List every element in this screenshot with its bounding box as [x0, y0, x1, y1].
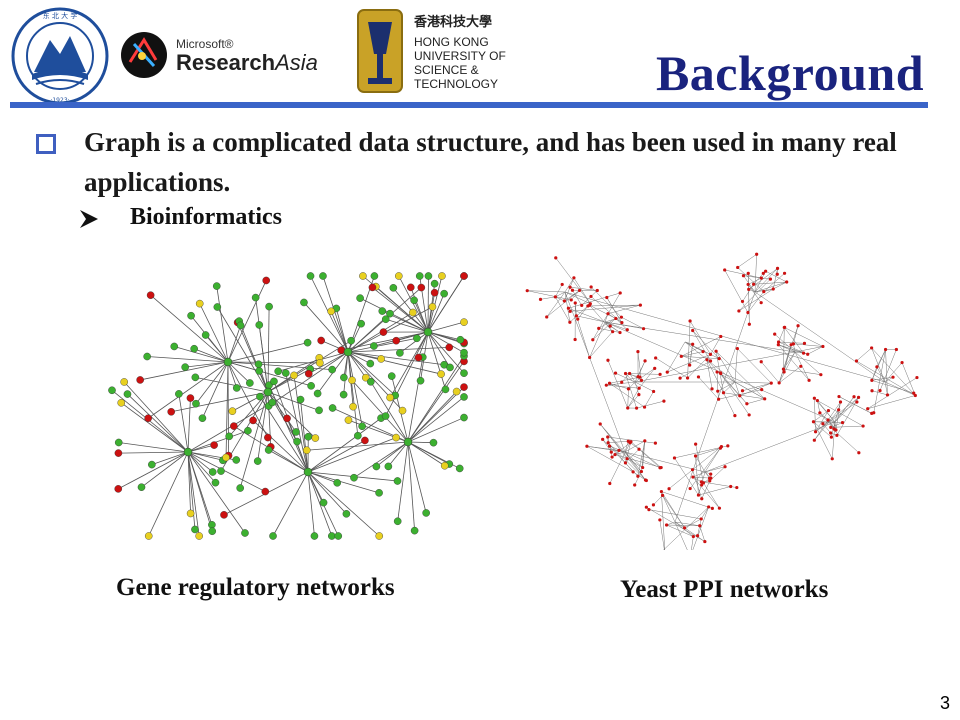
yeast-ppi-network-figure: [525, 252, 919, 550]
hkust-logo: 香港科技大學 HONG KONG UNIVERSITY OF SCIENCE &…: [352, 6, 522, 96]
msra-line1: Microsoft®: [176, 37, 234, 51]
svg-text:·1923·: ·1923·: [50, 97, 69, 104]
msra-line2: ResearchAsia: [176, 50, 318, 75]
yeast-network-caption: Yeast PPI networks: [620, 576, 829, 603]
square-bullet-icon: [36, 134, 56, 154]
arrow-bullet-icon: [80, 210, 98, 228]
svg-text:UNIVERSITY OF: UNIVERSITY OF: [414, 49, 506, 63]
slide-title: Background: [655, 45, 924, 101]
northeastern-university-logo: 东 北 大 学 ·1923·: [11, 7, 109, 105]
svg-text:香港科技大學: 香港科技大學: [413, 14, 492, 30]
svg-text:东 北 大 学: 东 北 大 学: [43, 11, 78, 20]
page-number: 3: [939, 693, 950, 713]
svg-text:HONG KONG: HONG KONG: [414, 35, 489, 49]
main-bullet-text: Graph is a complicated data structure, a…: [84, 127, 897, 197]
gene-regulatory-network-figure: [108, 272, 468, 540]
header-divider: [10, 102, 928, 108]
gene-network-caption: Gene regulatory networks: [116, 574, 395, 601]
svg-text:SCIENCE &: SCIENCE &: [414, 63, 479, 77]
sub-bullet-text: Bioinformatics: [130, 204, 282, 230]
microsoft-research-asia-logo: Microsoft® ResearchAsia: [120, 30, 335, 80]
msra-emblem-icon: Microsoft® ResearchAsia: [121, 32, 318, 78]
svg-text:TECHNOLOGY: TECHNOLOGY: [414, 77, 498, 91]
